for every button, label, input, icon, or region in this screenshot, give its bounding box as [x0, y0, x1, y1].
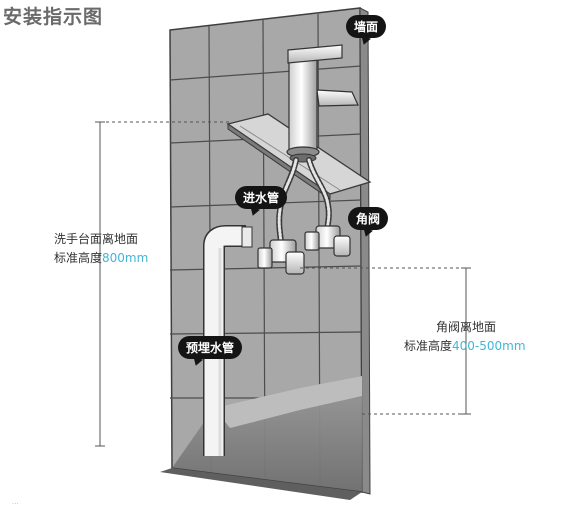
- valve-height-value-line: 标准高度400-500mm: [404, 337, 526, 356]
- basin-height-caption: 洗手台面离地面: [54, 232, 139, 246]
- angle-valve-label: 角阀: [348, 207, 389, 230]
- inlet-hoses: [276, 157, 332, 245]
- basin-height-value-line: 标准高度800mm: [54, 249, 148, 268]
- inlet-pipe-label: 进水管: [235, 186, 288, 209]
- watermark: ...: [12, 498, 19, 506]
- valve-height-caption: 角阀离地面: [436, 320, 497, 334]
- dimension-line-basin: [95, 121, 230, 447]
- wall-label: 墙面: [346, 15, 387, 38]
- angle-valve-left: [257, 239, 305, 275]
- valve-height-annotation: 角阀离地面 标准高度400-500mm: [404, 318, 526, 356]
- basin-height-annotation: 洗手台面离地面 标准高度800mm: [54, 230, 148, 268]
- angle-valve-right: [304, 225, 351, 257]
- basin-height-prefix: 标准高度: [54, 251, 103, 265]
- basin-height-value: 800mm: [102, 251, 149, 265]
- valve-height-prefix: 标准高度: [404, 339, 453, 353]
- valve-height-value: 400-500mm: [452, 339, 526, 353]
- dimension-line-valve: [300, 267, 471, 415]
- embedded-pipe-label: 预埋水管: [178, 336, 243, 359]
- floor: [160, 376, 363, 500]
- diagram-title: 安装指示图: [3, 6, 104, 28]
